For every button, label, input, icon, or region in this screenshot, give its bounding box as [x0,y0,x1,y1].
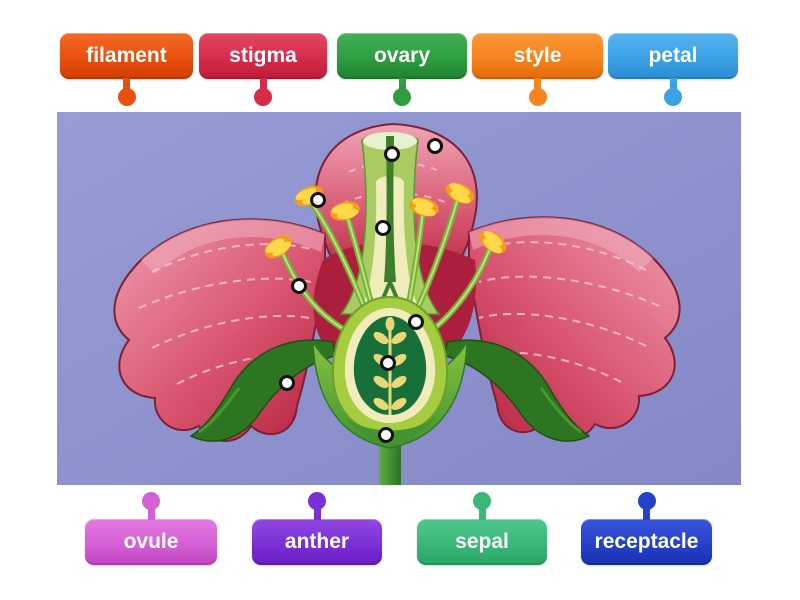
receptacle-lip-shape [339,408,441,444]
connector-ball [254,88,272,106]
connector-ball [528,88,547,106]
connector-ball [637,492,656,510]
pin-marker-7[interactable] [380,355,396,371]
label-receptacle[interactable]: receptacle [581,492,712,565]
label-ovule-pin-connector [142,492,160,520]
pin-marker-2[interactable] [384,146,400,162]
label-anther[interactable]: anther [252,492,382,565]
connector-stem [643,507,650,520]
label-sepal-text: sepal [417,519,547,565]
label-filament[interactable]: filament [60,33,193,106]
connector-stem [669,78,677,91]
label-sepal-pin-connector [473,492,491,520]
label-style-pin-connector [528,78,547,106]
connector-stem [123,78,130,91]
label-stigma[interactable]: stigma [199,33,327,106]
label-ovule[interactable]: ovule [85,492,217,565]
pin-marker-4[interactable] [375,220,391,236]
label-stigma-pin-connector [254,78,272,106]
label-sepal[interactable]: sepal [417,492,547,565]
label-receptacle-text: receptacle [581,519,712,565]
label-ovule-text: ovule [85,519,217,565]
label-filament-pin-connector [117,78,136,106]
sepal-shapes [189,339,591,442]
connector-ball [117,88,136,106]
label-stigma-text: stigma [199,33,327,79]
label-ovary-pin-connector [393,78,411,106]
label-petal-text: petal [608,33,738,79]
connector-stem [147,507,155,520]
label-receptacle-pin-connector [637,492,656,520]
label-ovary-text: ovary [337,33,467,79]
pin-marker-8[interactable] [279,375,295,391]
pin-marker-6[interactable] [408,314,424,330]
label-filament-text: filament [60,33,193,79]
label-ovary[interactable]: ovary [337,33,467,106]
diagram-area[interactable] [57,112,741,485]
pin-marker-1[interactable] [427,138,443,154]
connector-stem [313,507,321,520]
connector-ball [142,492,160,510]
label-petal-pin-connector [664,78,682,106]
connector-stem [534,78,541,91]
pin-marker-9[interactable] [378,427,394,443]
label-style-text: style [472,33,603,79]
flower-illustration [57,112,741,485]
connector-stem [398,78,406,91]
connector-ball [393,88,411,106]
label-petal[interactable]: petal [608,33,738,106]
label-style[interactable]: style [472,33,603,106]
connector-ball [308,492,326,510]
connector-ball [664,88,682,106]
pin-marker-3[interactable] [310,192,326,208]
connector-ball [473,492,491,510]
connector-stem [478,507,486,520]
label-anther-pin-connector [308,492,326,520]
label-anther-text: anther [252,519,382,565]
connector-stem [259,78,267,91]
pin-marker-5[interactable] [291,278,307,294]
